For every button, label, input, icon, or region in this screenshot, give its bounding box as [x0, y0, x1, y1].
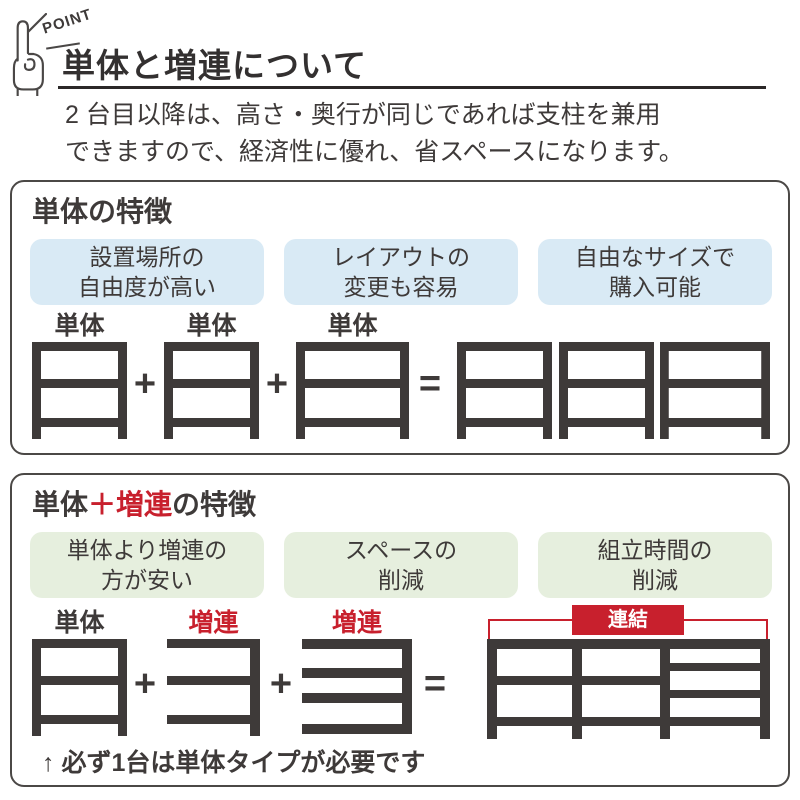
- unit-label-standalone: 単体: [54, 312, 105, 340]
- standalone-shelf-diagram: [164, 342, 259, 439]
- plus-sign: +: [133, 363, 157, 405]
- unit-label-extension: 増連: [331, 609, 382, 637]
- extension-shelf-diagram: [167, 639, 260, 736]
- point-label: POINT: [40, 5, 94, 38]
- plus-sign: +: [265, 363, 289, 405]
- standalone-feature-box: 単体の特徴 設置場所の 自由度が高い レイアウトの 変更も容易 自由なサイズで …: [10, 180, 790, 455]
- standalone-shelf-diagram: [296, 342, 409, 439]
- standalone-shelf-diagram: [32, 342, 127, 439]
- title-divider: [58, 86, 766, 89]
- combo-title-accent: ＋増連: [88, 489, 173, 520]
- standalone-benefit-pill: 設置場所の 自由度が高い: [30, 239, 264, 305]
- extension-shelf-diagram: [302, 639, 412, 734]
- result-shelf-diagram: [457, 342, 552, 439]
- combo-title-prefix: 単体: [32, 489, 89, 520]
- standalone-benefit-pill: 自由なサイズで 購入可能: [538, 239, 772, 305]
- page-title: 単体と増連について: [62, 47, 368, 84]
- standalone-shelf-diagram: [32, 639, 127, 736]
- connection-badge: 連結: [572, 605, 684, 635]
- intro-description-line2: できますので、経済性に優れ、省スペースになります。: [65, 138, 684, 166]
- combo-benefit-pill: 単体より増連の 方が安い: [30, 532, 264, 598]
- result-shelf-diagram: [559, 342, 654, 439]
- unit-label-extension: 増連: [188, 609, 239, 637]
- combo-title-suffix: の特徴: [172, 489, 257, 520]
- combo-box-title: 単体＋増連の特徴: [32, 483, 256, 523]
- combined-shelf-diagram: [487, 639, 770, 739]
- equals-sign: =: [418, 363, 442, 405]
- unit-label-standalone: 単体: [54, 609, 105, 637]
- standalone-benefit-pill: レイアウトの 変更も容易: [284, 239, 518, 305]
- unit-label-standalone: 単体: [327, 312, 378, 340]
- plus-sign: +: [269, 663, 293, 705]
- combo-feature-box: 単体＋増連の特徴 単体より増連の 方が安い スペースの 削減 組立時間の 削減 …: [10, 473, 790, 787]
- equals-sign: =: [423, 663, 447, 705]
- intro-description-line1: 2 台目以降は、高さ・奥行が同じであれば支柱を兼用: [65, 101, 661, 129]
- result-shelf-diagram: [660, 342, 770, 439]
- plus-sign: +: [133, 663, 157, 705]
- standalone-box-title: 単体の特徴: [32, 196, 173, 227]
- pointing-hand-icon: [12, 20, 44, 96]
- footnote: ↑ 必ず1台は単体タイプが必要です: [42, 749, 426, 777]
- intro-description: 2 台目以降は、高さ・奥行が同じであれば支柱を兼用 できますので、経済性に優れ、…: [65, 97, 684, 171]
- unit-label-standalone: 単体: [186, 312, 237, 340]
- combo-benefit-pill: 組立時間の 削減: [538, 532, 772, 598]
- point-slash-line: [27, 13, 47, 33]
- combo-benefit-pill: スペースの 削減: [284, 532, 518, 598]
